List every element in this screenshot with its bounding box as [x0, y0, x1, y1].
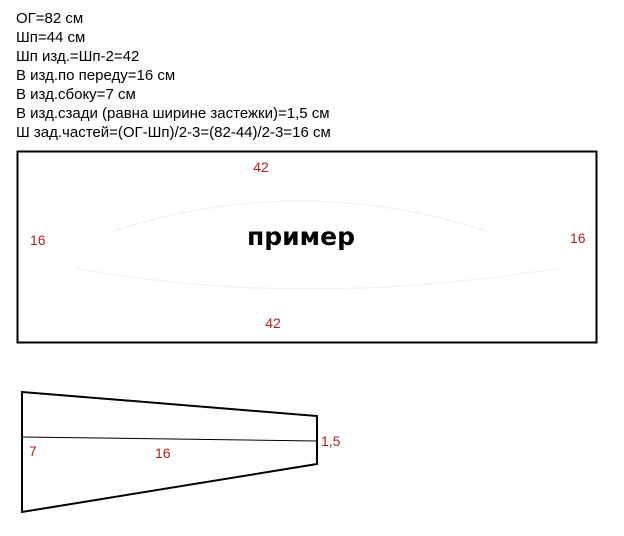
faint-curve-bottom: [74, 267, 561, 290]
front-top-label: 42: [253, 159, 269, 175]
back-panel-center-line: [21, 436, 318, 442]
back-right-label: 1,5: [321, 433, 341, 449]
back-panel-outline: [21, 390, 318, 514]
note-front-height: В изд.по переду=16 см: [16, 67, 176, 84]
note-back-height: В изд.сзади (равна ширине застежки)=1,5 …: [16, 105, 330, 122]
front-left-label: 16: [30, 232, 46, 248]
back-center-label: 16: [155, 445, 171, 461]
measurement-notes: ОГ=82 см Шп=44 см Шп изд.=Шп-2=42 В изд.…: [16, 9, 331, 142]
note-chest-girth: ОГ=82 см: [16, 10, 84, 27]
front-panel: 42 42 16 16 пример: [16, 150, 598, 344]
back-left-label: 7: [29, 443, 37, 459]
back-panel: 7 16 1,5: [21, 390, 341, 514]
note-item-shoulder-width: Шп изд.=Шп-2=42: [16, 48, 140, 65]
front-right-label: 16: [570, 230, 586, 246]
watermark-text: пример: [247, 222, 355, 251]
front-panel-outline: [16, 150, 598, 344]
front-bottom-label: 42: [265, 315, 281, 331]
note-back-parts-width: Ш зад.частей=(ОГ-Шп)/2-3=(82-44)/2-3=16 …: [16, 124, 331, 141]
faint-curve-top: [109, 200, 491, 233]
note-side-height: В изд.сбоку=7 см: [16, 86, 136, 103]
note-shoulder-width: Шп=44 см: [16, 29, 86, 46]
